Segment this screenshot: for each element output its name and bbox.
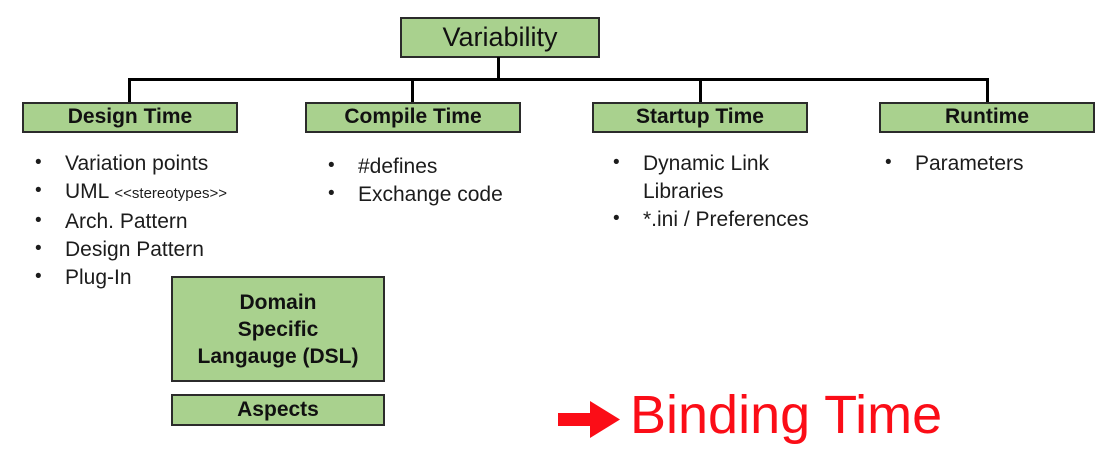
list-item: • Parameters (877, 150, 1097, 178)
list-item: • UML <<stereotypes>> (27, 178, 287, 208)
list-item-text: Parameters (915, 152, 1024, 175)
runtime-list: • Parameters (877, 150, 1097, 178)
list-item: • Exchange code (320, 181, 560, 209)
bullet-icon: • (35, 238, 42, 259)
runtime-box: Runtime (879, 102, 1095, 133)
connector-stem (497, 57, 500, 79)
list-item: • Variation points (27, 150, 287, 178)
design-time-list: • Variation points • UML <<stereotypes>>… (27, 150, 287, 292)
list-item: • #defines (320, 153, 560, 181)
startup-time-box: Startup Time (592, 102, 808, 133)
bullet-icon: • (328, 155, 335, 176)
list-item: • Dynamic Link Libraries (605, 150, 845, 206)
right-arrow-icon (558, 401, 620, 438)
bullet-icon: • (35, 152, 42, 173)
bullet-icon: • (35, 266, 42, 287)
list-item-text: Plug-In (65, 266, 132, 289)
list-item: • Design Pattern (27, 236, 287, 264)
dsl-label: Domain Specific Langauge (DSL) (197, 290, 359, 368)
list-item: • Arch. Pattern (27, 208, 287, 236)
list-item-text: Variation points (65, 152, 209, 175)
startup-time-list: • Dynamic Link Libraries • *.ini / Prefe… (605, 150, 845, 234)
aspects-label: Aspects (237, 398, 319, 421)
list-item: • Plug-In (27, 264, 287, 292)
list-item-text: Design Pattern (65, 238, 204, 261)
variability-label: Variability (442, 22, 558, 52)
connector-drop-compile-time (411, 80, 414, 103)
bullet-icon: • (613, 152, 620, 173)
bullet-icon: • (328, 183, 335, 204)
compile-time-box: Compile Time (305, 102, 521, 133)
design-time-box: Design Time (22, 102, 238, 133)
bullet-icon: • (35, 210, 42, 231)
list-item-text: Arch. Pattern (65, 210, 188, 233)
compile-time-label: Compile Time (344, 105, 482, 128)
list-item-text: *.ini / Preferences (643, 208, 809, 231)
connector-drop-startup-time (699, 80, 702, 103)
dsl-box: Domain Specific Langauge (DSL) (171, 276, 385, 382)
bullet-icon: • (885, 152, 892, 173)
variability-box: Variability (400, 17, 600, 58)
bullet-icon: • (35, 180, 42, 201)
connector-drop-runtime (986, 80, 989, 103)
bullet-icon: • (613, 208, 620, 229)
list-item: • *.ini / Preferences (605, 206, 845, 234)
list-item-text: #defines (358, 155, 438, 178)
connector-crossbar (128, 78, 989, 81)
startup-time-label: Startup Time (636, 105, 764, 128)
connector-drop-design-time (128, 80, 131, 103)
design-time-label: Design Time (67, 105, 193, 128)
list-item-text: Exchange code (358, 183, 503, 206)
binding-time-label: Binding Time (630, 385, 943, 445)
stereotypes-annotation: <<stereotypes>> (114, 185, 227, 202)
runtime-label: Runtime (945, 105, 1029, 128)
compile-time-list: • #defines • Exchange code (320, 153, 560, 209)
list-item-text: Dynamic Link Libraries (643, 152, 770, 203)
aspects-box: Aspects (171, 394, 385, 426)
list-item-text: UML (65, 180, 109, 203)
